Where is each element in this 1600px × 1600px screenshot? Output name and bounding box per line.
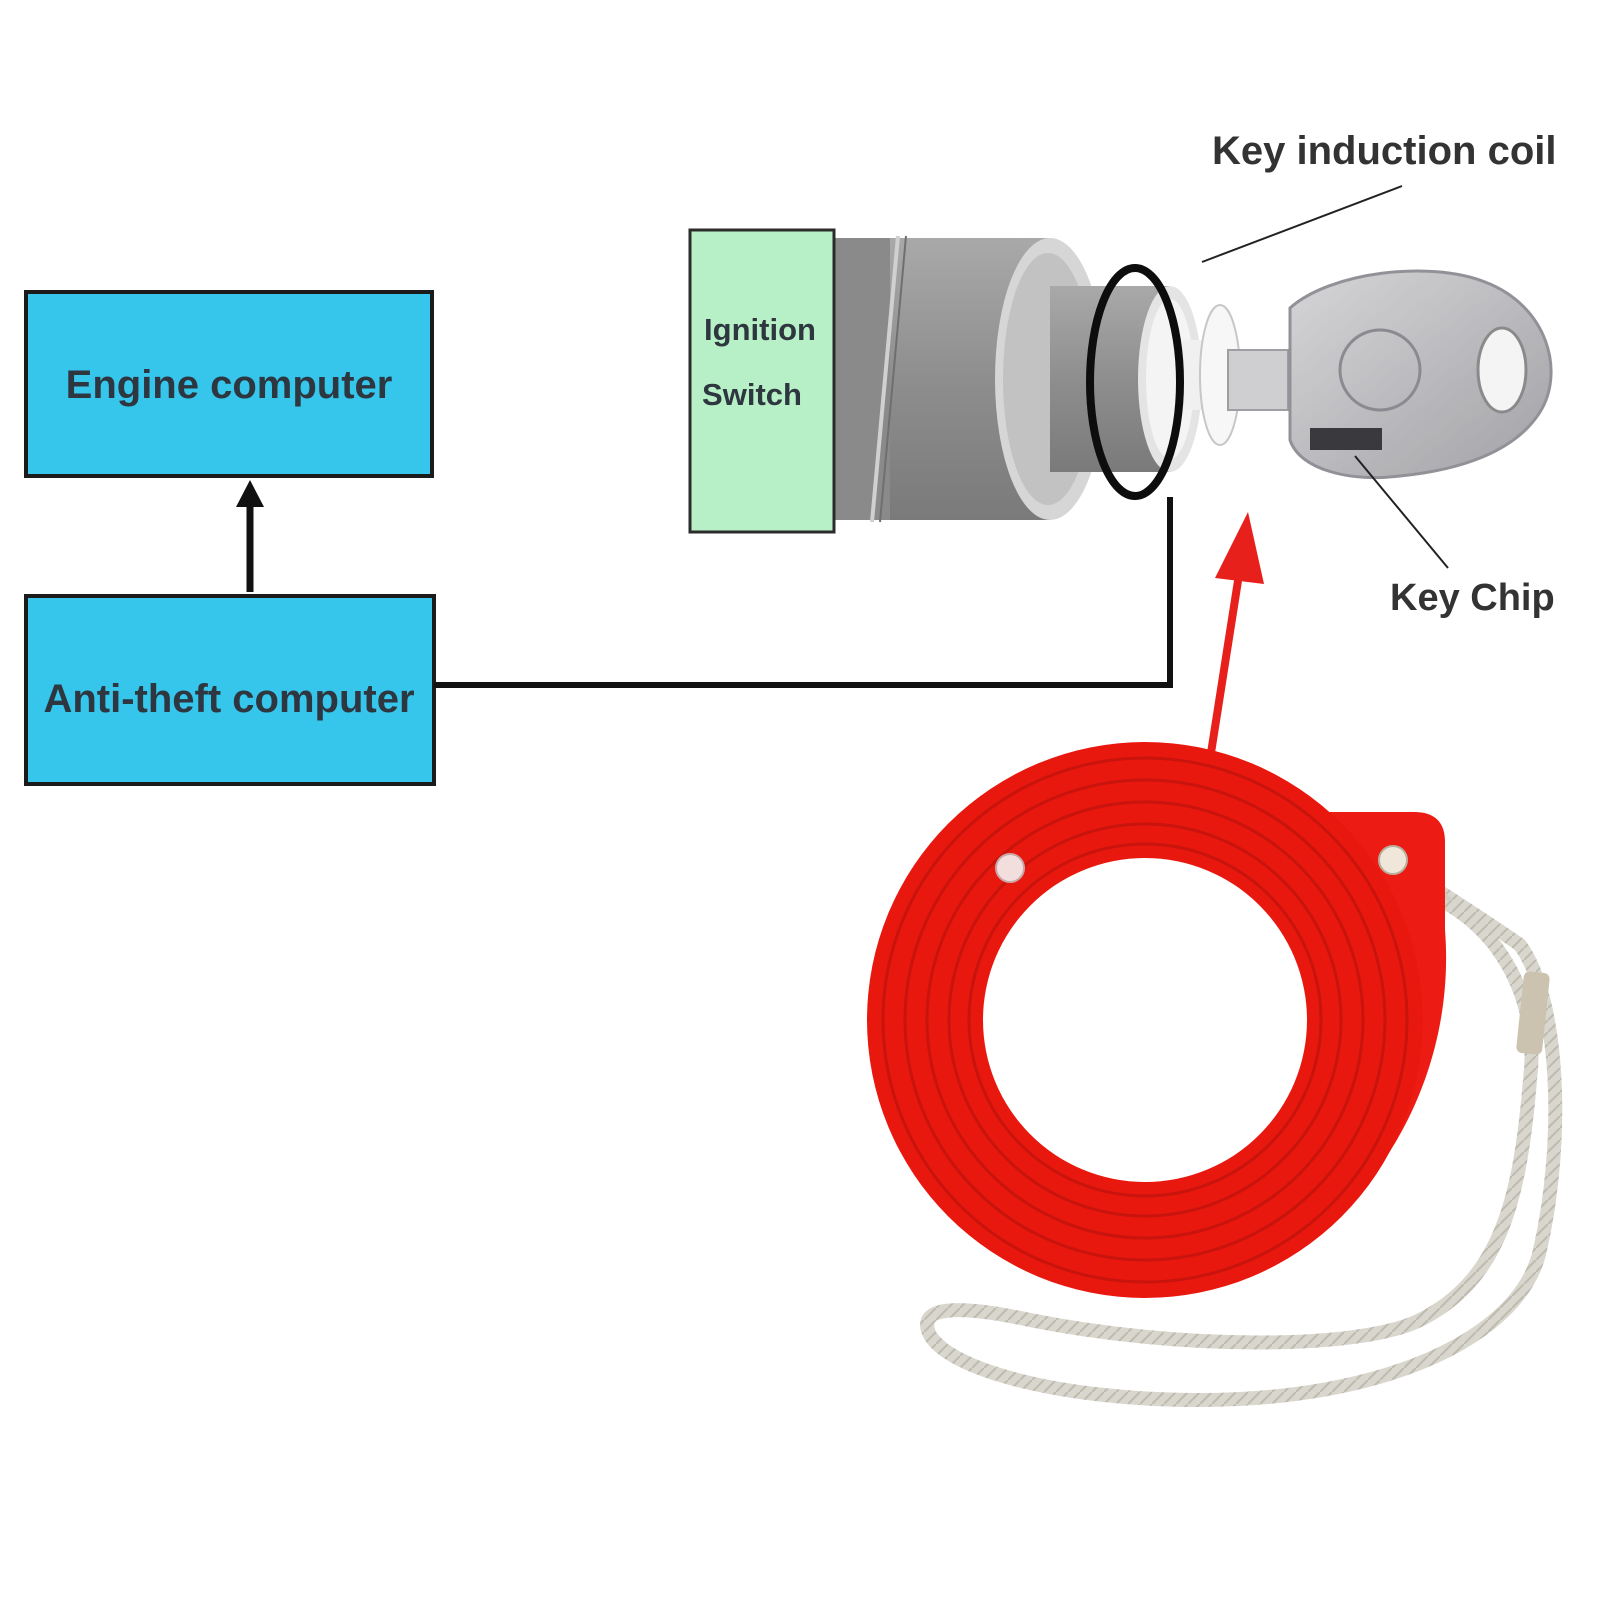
engine-computer-box: Engine computer (24, 290, 434, 478)
chip-callout-leader (1354, 455, 1449, 569)
coil-wire (434, 497, 1173, 688)
engine-computer-label: Engine computer (66, 363, 393, 407)
ignition-switch-box: Ignition Switch (688, 228, 836, 534)
ignition-switch-label-line1: Ignition (704, 312, 816, 347)
arrow-antitheft-to-engine (236, 480, 264, 592)
red-arrow (1204, 512, 1264, 773)
red-coil-product-icon (867, 742, 1563, 1407)
ignition-cylinder (830, 235, 1241, 523)
antitheft-computer-label: Anti-theft computer (43, 677, 414, 721)
key-chip-icon (1310, 428, 1382, 450)
antitheft-computer-box: Anti-theft computer (24, 594, 436, 786)
car-key-icon (1227, 269, 1553, 479)
chip-callout-label: Key Chip (1390, 577, 1555, 619)
coil-callout-label: Key induction coil (1212, 129, 1556, 173)
induction-coil-icon (1086, 264, 1184, 500)
coil-callout-leader (1201, 185, 1403, 263)
ignition-switch-label-line2: Switch (702, 377, 802, 412)
